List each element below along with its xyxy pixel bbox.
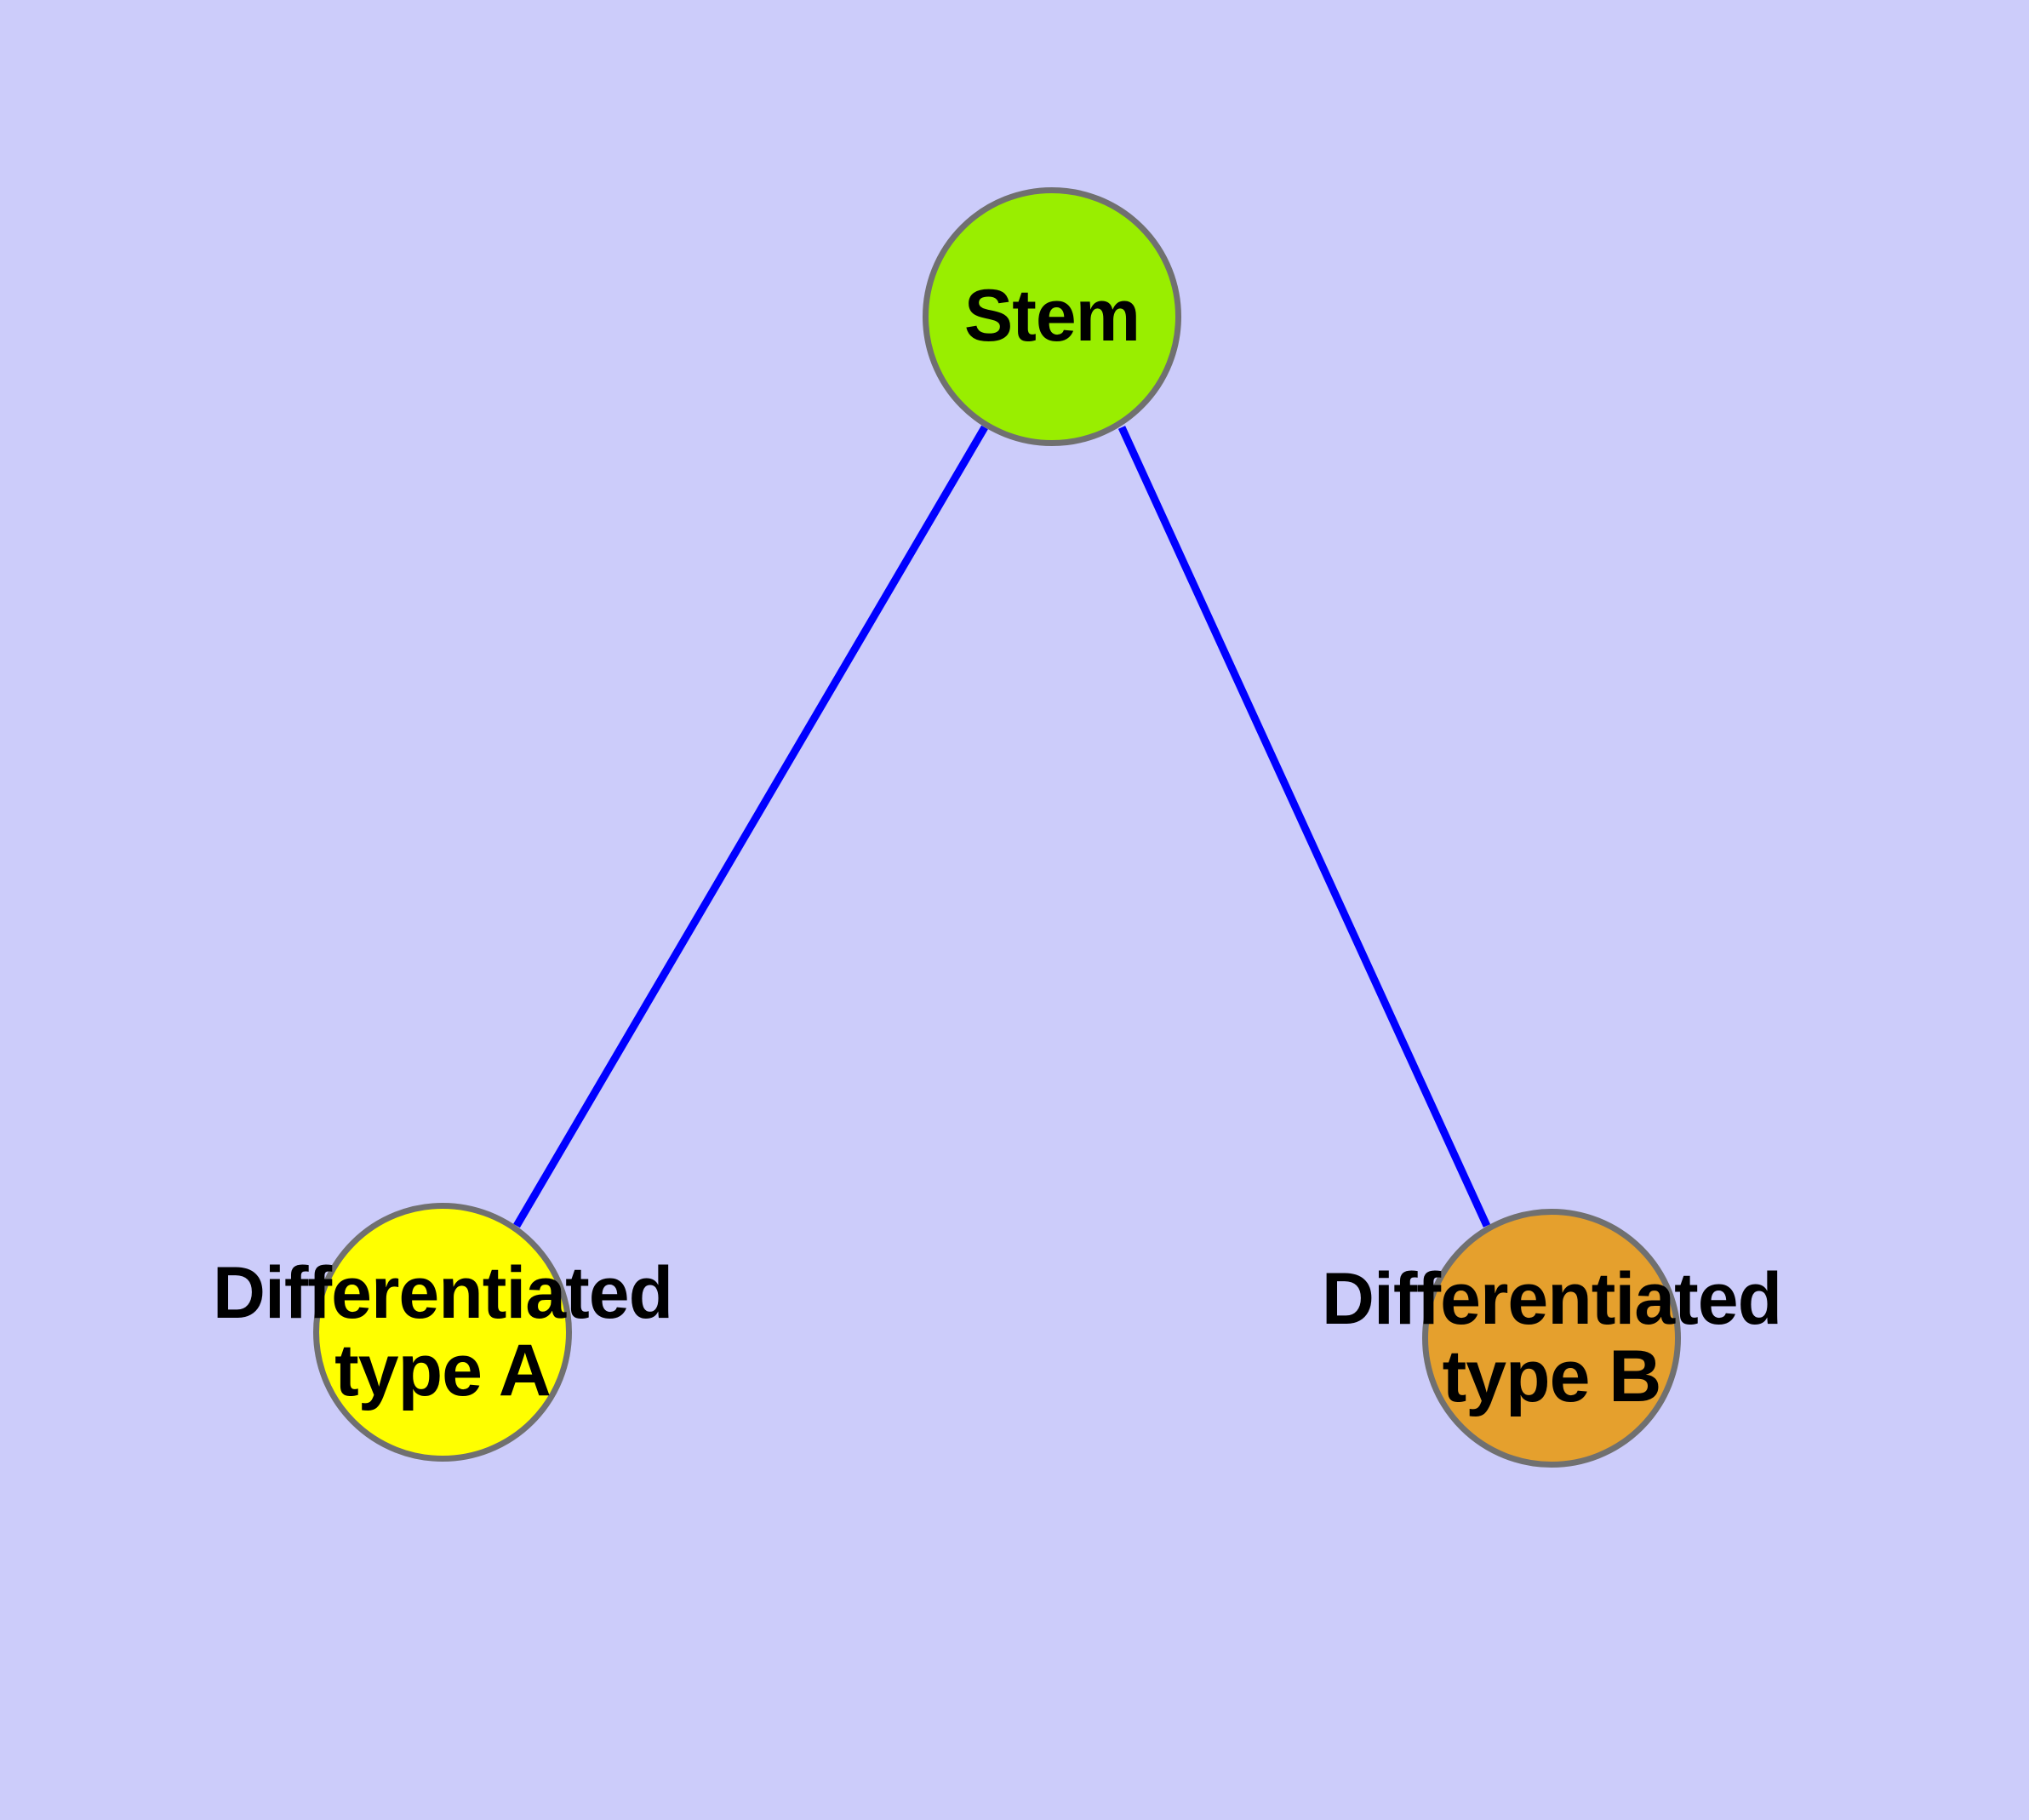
edge-stem-to-differentiated-type-b[interactable] bbox=[1117, 426, 1491, 1228]
node-differentiated-type-a[interactable] bbox=[313, 1203, 572, 1462]
node-differentiated-type-b[interactable] bbox=[1422, 1209, 1681, 1468]
node-stem[interactable] bbox=[923, 187, 1181, 446]
edge-stem-to-differentiated-type-a[interactable] bbox=[513, 425, 988, 1228]
